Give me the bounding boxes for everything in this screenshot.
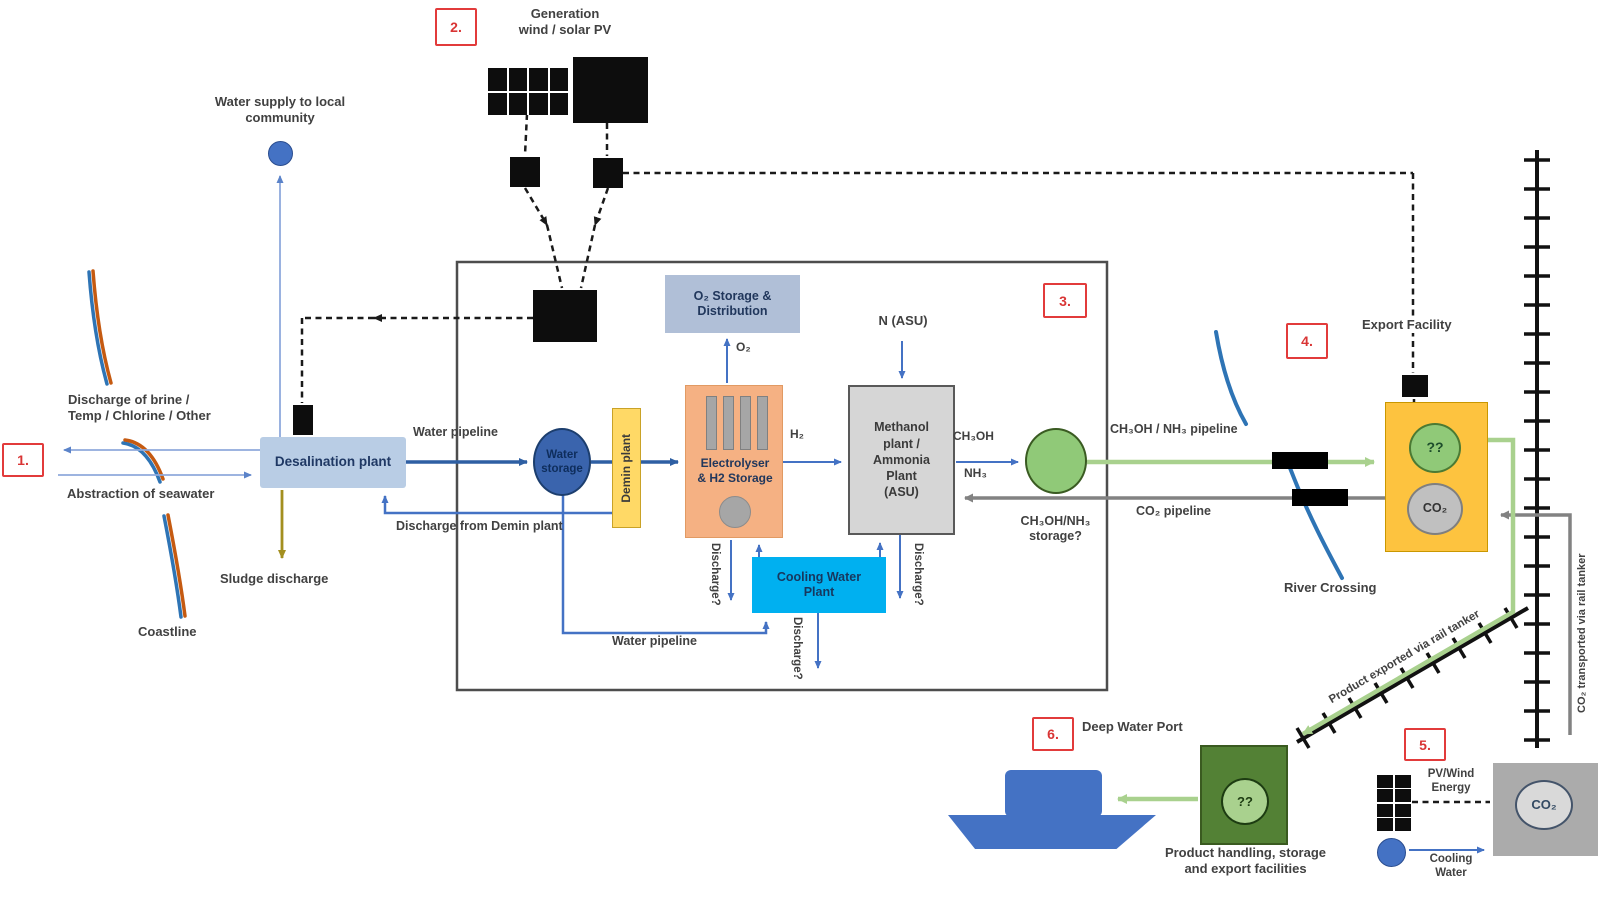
o2-storage-box: O₂ Storage & Distribution [665, 275, 800, 333]
h2-tank-icon [706, 396, 717, 450]
badge-3: 3. [1043, 283, 1087, 318]
badge-4: 4. [1286, 323, 1328, 359]
cooling-water-source-label: Cooling Water [1429, 853, 1473, 880]
transformer-icon-left [510, 157, 540, 187]
export-power-node-icon [1402, 375, 1428, 397]
nh3-flow-label: NH₃ [964, 466, 987, 480]
export-facility-label: Export Facility [1362, 317, 1477, 333]
water-storage-node: Water storage [533, 428, 591, 496]
co2-source-label: CO₂ [1531, 797, 1557, 813]
product-handling-label: Product handling, storage and export fac… [1164, 845, 1327, 876]
product-storage-label: CH₃OH/NH₃ storage? [1020, 514, 1091, 544]
pv-wind-panel-icon [1377, 775, 1411, 831]
coastline-curves [87, 269, 187, 619]
export-co2-label: CO₂ [1422, 501, 1448, 516]
electrolyser-label: Electrolyser & H2 Storage [697, 456, 773, 485]
export-co2-node: CO₂ [1407, 483, 1463, 535]
h2-flow-label: H₂ [790, 427, 804, 441]
demin-plant-box: Demin plant [612, 408, 641, 528]
community-water-node-icon [268, 141, 293, 166]
co2-source-box: CO₂ [1493, 763, 1598, 856]
process-arrows [381, 338, 1485, 854]
pv-wind-label: PV/Wind Energy [1427, 768, 1475, 795]
h2-tank-icon [723, 396, 734, 450]
ship-hull-icon [948, 815, 1156, 849]
seawater-arrows [58, 175, 284, 479]
electrolyser-discharge-label: Discharge? [709, 543, 721, 606]
badge-2: 2. [435, 8, 477, 46]
n-asu-label: N (ASU) [878, 313, 928, 328]
solar-panel-icon [488, 68, 568, 115]
cooling-water-label: Cooling Water Plant [776, 569, 862, 599]
transformer-icon-right [593, 158, 623, 188]
river-crossing-label: River Crossing [1284, 580, 1377, 595]
water-pipeline-label-bottom: Water pipeline [612, 634, 697, 648]
generation-title: Generation wind / solar PV [518, 6, 612, 37]
rail-co2-label: CO₂ transported via rail tanker [1576, 553, 1588, 713]
railway-vertical [1524, 150, 1550, 748]
brine-discharge-label: Discharge of brine / Temp / Chlorine / O… [68, 392, 211, 423]
product-storage-node [1025, 428, 1087, 494]
badge-5: 5. [1404, 728, 1446, 761]
railway-diagonal [1295, 606, 1530, 749]
deep-water-port-label: Deep Water Port [1082, 719, 1183, 734]
export-facility-box: ?? CO₂ [1385, 402, 1488, 552]
badge-1: 1. [2, 443, 44, 477]
water-pipeline-label-top: Water pipeline [413, 425, 498, 439]
desalination-power-node-icon [293, 405, 313, 435]
o2-flow-label: O₂ [736, 340, 751, 354]
co2-source-node: CO₂ [1515, 780, 1573, 830]
electrolyser-box: Electrolyser & H2 Storage [685, 385, 783, 538]
h2-tank-icon [757, 396, 768, 450]
electrolyser-vessel-icon [719, 496, 751, 528]
cooling-discharge-label: Discharge? [791, 617, 803, 680]
co2-pipeline-label: CO₂ pipeline [1136, 504, 1212, 518]
river-curve [1214, 330, 1344, 580]
h2-tank-icon [740, 396, 751, 450]
badge-6: 6. [1032, 717, 1074, 751]
green-pipeline-label: CH₃OH / NH₃ pipeline [1110, 422, 1238, 436]
facility-boundary [455, 260, 1109, 692]
methanol-ammonia-box: Methanol plant / Ammonia Plant (ASU) [848, 385, 955, 535]
demin-plant-label: Demin plant [619, 433, 634, 503]
sludge-label: Sludge discharge [220, 571, 329, 586]
port-product-node: ?? [1221, 778, 1269, 825]
desalination-plant-box: Desalination plant [260, 437, 406, 488]
ch3oh-flow-label: CH₃OH [953, 429, 994, 443]
cooling-water-node-icon [1377, 838, 1406, 867]
methanol-ammonia-label: Methanol plant / Ammonia Plant (ASU) [873, 420, 930, 500]
methanol-discharge-label: Discharge? [912, 543, 924, 606]
pipeline-casings [1272, 452, 1348, 506]
power-dashed-lines [300, 113, 1490, 804]
ship-superstructure-icon [1005, 770, 1102, 817]
export-product-label: ?? [1426, 439, 1444, 456]
o2-storage-label: O₂ Storage & Distribution [693, 288, 772, 318]
wind-generation-icon [573, 57, 648, 123]
abstraction-label: Abstraction of seawater [67, 486, 215, 501]
demin-discharge-label: Discharge from Demin plant [396, 519, 563, 533]
export-product-node: ?? [1409, 423, 1461, 473]
port-product-label: ?? [1237, 793, 1253, 809]
cooling-water-box: Cooling Water Plant [752, 557, 886, 613]
coastline-label: Coastline [138, 624, 197, 639]
water-supply-label: Water supply to local community [214, 94, 346, 125]
product-handling-box: ?? [1200, 745, 1288, 845]
substation-icon [533, 290, 597, 342]
water-storage-label: Water storage [541, 448, 583, 475]
desalination-plant-label: Desalination plant [274, 454, 392, 470]
